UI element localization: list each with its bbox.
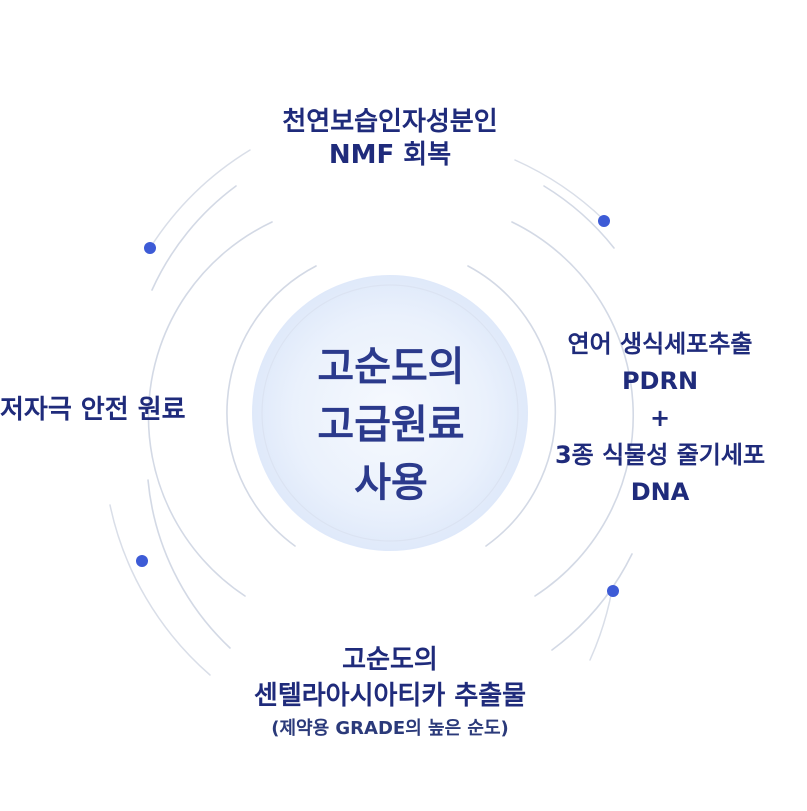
- benefit-top-line-2: NMF 회복: [328, 139, 452, 170]
- dot-upper-left: [144, 242, 156, 254]
- ring-3-arc-left-lower: [147, 479, 231, 649]
- center-glow: [252, 275, 528, 551]
- center-title: 고순도의 고급원료 사용: [253, 338, 529, 512]
- ring-1-arc-left: [226, 265, 317, 547]
- benefit-right-line-3: +: [649, 404, 671, 432]
- dot-lower-right: [607, 585, 619, 597]
- ring-3-arc-left-upper: [151, 185, 237, 291]
- ring-3-arc-right-upper: [543, 185, 615, 249]
- center-title-line-2: 고급원료: [317, 402, 465, 448]
- ring-1-arc-right: [467, 265, 557, 547]
- ring-4-arc-upper-right: [514, 159, 605, 221]
- center-title-line-1: 고순도의: [317, 344, 465, 390]
- benefit-top-line-1: 천연보습인자성분인: [282, 107, 498, 137]
- benefit-bottom-note: (제약용 GRADE의 높은 순도): [271, 718, 509, 739]
- benefit-label-right: 연어 생식세포추출 PDRN + 3종 식물성 줄기세포 DNA: [522, 326, 798, 511]
- dot-upper-right: [598, 215, 610, 227]
- benefit-label-left: 저자극 안전 원료: [0, 394, 230, 427]
- ring-2: [147, 221, 635, 597]
- benefit-label-top: 천연보습인자성분인 NMF 회복: [200, 106, 580, 171]
- ring-2-arc-right: [511, 221, 635, 597]
- center-title-line-3: 사용: [354, 460, 428, 506]
- benefit-label-bottom: 고순도의 센텔라아시아티카 추출물 (제약용 GRADE의 높은 순도): [190, 642, 590, 744]
- benefit-bottom-line-2: 센텔라아시아티카 추출물: [253, 681, 527, 711]
- ring-4-arc-lower-right: [589, 589, 613, 661]
- ring-4-arc-lower-left: [109, 504, 211, 676]
- ring-4-arc-upper-left: [149, 149, 251, 249]
- ring-4: [109, 149, 613, 676]
- ring-dots: [136, 215, 619, 597]
- ring-1: [226, 265, 557, 547]
- benefit-right-line-4: 3종 식물성 줄기세포: [554, 441, 766, 469]
- ring-2-arc-left: [147, 221, 273, 597]
- benefit-left-line-1: 저자극 안전 원료: [0, 395, 186, 425]
- dot-lower-left: [136, 555, 148, 567]
- ring-3-arc-right-lower: [551, 553, 633, 651]
- benefit-right-line-2: PDRN: [621, 367, 699, 395]
- benefit-right-line-5: DNA: [630, 478, 690, 506]
- benefit-bottom-line-1: 고순도의: [342, 645, 438, 675]
- benefit-right-line-1: 연어 생식세포추출: [567, 330, 753, 358]
- center-inner-ring: [261, 284, 519, 542]
- ring-3: [147, 185, 633, 651]
